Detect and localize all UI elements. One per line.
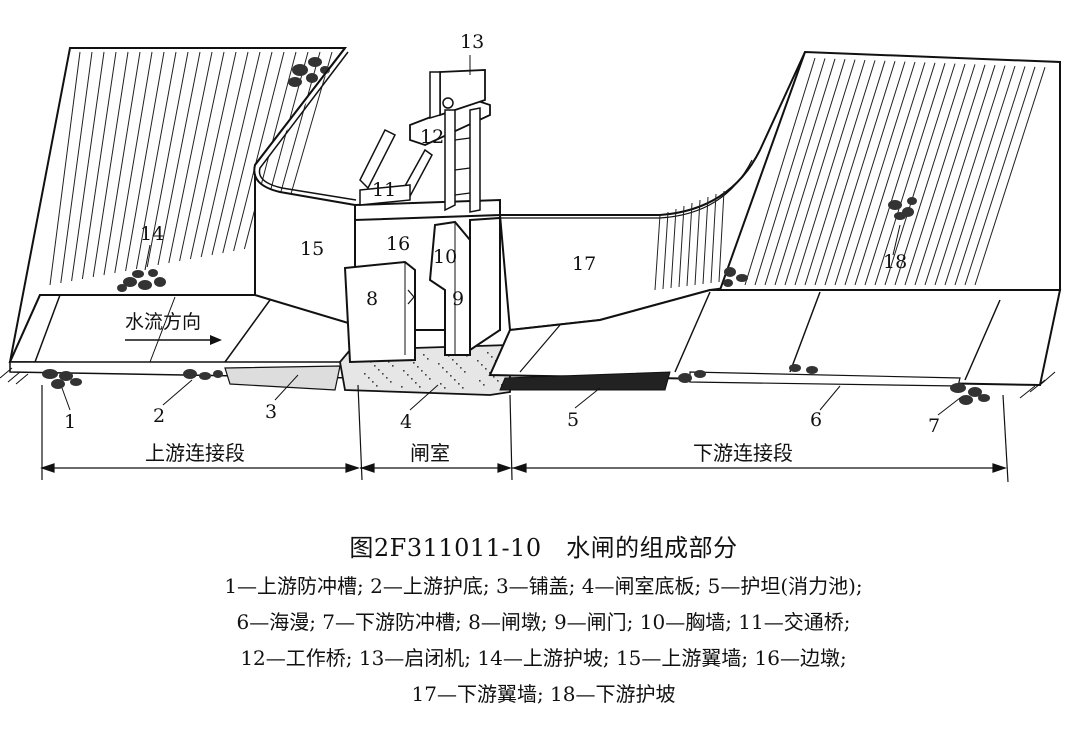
downstream-slope (718, 50, 1061, 291)
label-14: 14 (140, 223, 164, 245)
label-18: 18 (883, 251, 907, 273)
figure-title: 图2F311011-10 水闸的组成部分 (349, 534, 738, 562)
label-12: 12 (420, 126, 444, 148)
upstream-trench-stones (42, 369, 82, 389)
label-5: 5 (567, 409, 579, 431)
downstream-wing-hatch (654, 190, 725, 291)
label-17: 17 (572, 253, 596, 275)
flow-direction: 水流方向 (125, 311, 222, 345)
arrow-right-icon (210, 335, 222, 345)
callout-numbers: 1 2 3 4 5 6 7 8 9 10 11 12 13 14 15 16 1… (64, 31, 940, 437)
legend-line-3: 12—工作桥; 13—启闭机; 14—上游护坡; 15—上游翼墙; 16—边墩; (240, 646, 847, 670)
section-upstream-label: 上游连接段 (145, 441, 245, 465)
gate-chamber (339, 69, 511, 396)
label-4: 4 (400, 411, 412, 433)
label-2: 2 (153, 405, 165, 427)
label-13: 13 (460, 31, 484, 53)
riprap-stones-bottom (117, 269, 166, 292)
legend-line-4: 17—下游翼墙; 18—下游护坡 (411, 682, 676, 706)
label-9: 9 (452, 288, 464, 310)
label-16: 16 (386, 233, 410, 255)
label-7: 7 (928, 415, 940, 437)
downstream-floor (488, 289, 1062, 405)
legend-line-1: 1—上游防冲槽; 2—上游护底; 3—铺盖; 4—闸室底板; 5—护坦(消力池)… (224, 574, 863, 598)
upstream-floor (0, 294, 356, 391)
upstream-slope-hatch (49, 51, 333, 286)
label-11: 11 (372, 179, 396, 201)
section-dimensions (40, 384, 1009, 483)
flow-direction-label: 水流方向 (125, 311, 201, 333)
legend-line-2: 6—海漫; 7—下游防冲槽; 8—闸墩; 9—闸门; 10—胸墙; 11—交通桥… (236, 610, 851, 634)
section-downstream-label: 下游连接段 (693, 441, 793, 465)
downstream-riprap-stones (723, 197, 917, 287)
label-8: 8 (366, 288, 378, 310)
label-3: 3 (265, 401, 277, 423)
label-10: 10 (433, 246, 457, 268)
downstream-slope-hatch (744, 57, 1046, 286)
label-6: 6 (810, 409, 822, 431)
section-chamber-label: 闸室 (410, 441, 450, 465)
label-1: 1 (64, 411, 76, 433)
label-15: 15 (300, 238, 324, 260)
leader-lines (61, 55, 961, 416)
